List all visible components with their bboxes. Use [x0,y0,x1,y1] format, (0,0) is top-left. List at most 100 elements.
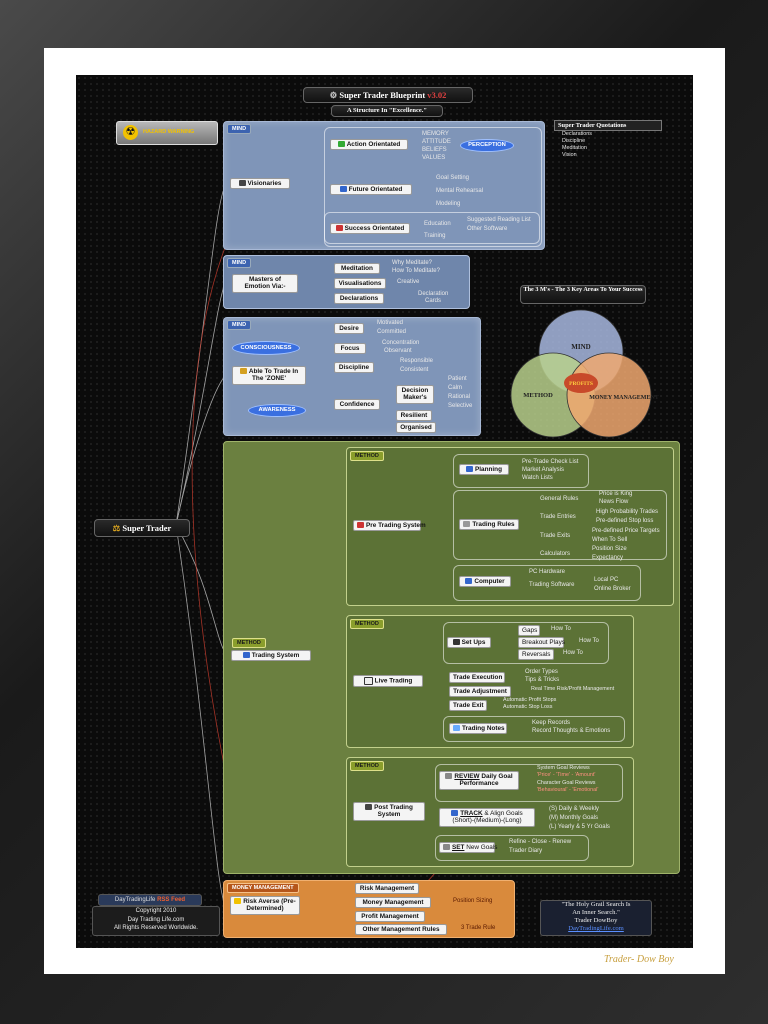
money-management-node[interactable]: Money Management [355,897,431,909]
awareness-oval[interactable]: AWARENESS [248,404,306,417]
focus-node[interactable]: Focus [334,343,366,355]
risk-profit-mgmt-text: Real Time Risk/Profit Management [531,686,615,692]
beliefs-text: BELIEFS [422,147,447,153]
expectancy-text[interactable]: Expectancy [592,555,624,561]
market-analysis-text[interactable]: Market Analysis [522,467,565,473]
gaps-node[interactable]: Gaps [518,625,540,637]
trader-diary-text[interactable]: Trader Diary [509,848,543,854]
trading-rules-node[interactable]: Trading Rules [459,519,519,531]
version-text: v3.02 [427,90,447,100]
set-new-goals-node[interactable]: SET New Goals [439,842,497,854]
computer-group [453,565,641,601]
red-link-1 [191,244,227,776]
risk-management-node[interactable]: Risk Management [355,883,419,895]
track-goals-node[interactable]: TRACK & Align Goals (Short)-(Medium)-(Lo… [439,808,535,827]
three-trade-rule-text: 3 Trade Rule [461,925,496,931]
pre-trade-check-text[interactable]: Pre-Trade Check List [522,459,579,465]
quote-declarations[interactable]: Declarations [562,131,592,137]
meditation-node[interactable]: Meditation [334,263,380,275]
quote-discipline[interactable]: Discipline [562,138,586,144]
observant-text: Observant [384,348,412,354]
reversals-node[interactable]: Reversals [518,649,554,661]
action-icon [337,141,345,148]
general-rules-text: General Rules [540,496,579,502]
quote-site-link[interactable]: DayTradingLife.com [568,925,624,932]
copyright-box: Copyright 2010 Day Trading Life.com All … [92,906,220,936]
setup-icon [452,639,460,646]
future-orientated-node[interactable]: Future Orientated [330,184,412,196]
perception-oval[interactable]: PERCEPTION [460,139,514,152]
discipline-node[interactable]: Discipline [334,362,374,374]
copyright-line2[interactable]: Day Trading Life.com [127,916,185,923]
reading-list-text[interactable]: Suggested Reading List [467,217,531,223]
other-software-text[interactable]: Other Software [467,226,508,232]
computer-node[interactable]: Computer [459,576,511,588]
trading-notes-node[interactable]: Trading Notes [449,723,507,735]
system-goal-reviews-text: System Goal Reviews [537,765,590,771]
live-trading-node[interactable]: Live Trading [353,675,423,688]
visualisations-node[interactable]: Visualisations [334,278,386,290]
decision-makers-node[interactable]: Decision Maker's [396,385,434,404]
desire-node[interactable]: Desire [334,323,364,335]
how-to-reversals[interactable]: How To [563,650,583,656]
declaration-cards-text[interactable]: Declaration Cards [418,291,449,304]
quote-vision[interactable]: Vision [562,152,577,158]
consciousness-oval[interactable]: CONSCIOUSNESS [232,341,300,355]
mind-tag: MIND [227,124,252,134]
motivated-text: Motivated [377,320,404,326]
trade-execution-node[interactable]: Trade Execution [449,672,505,684]
risk-averse-node[interactable]: Risk Averse (Pre-Determined) [230,896,300,915]
visionaries-node[interactable]: Visionaries [230,178,290,190]
trading-system-node[interactable]: Trading System [231,650,311,662]
other-management-rules-node[interactable]: Other Management Rules [355,924,447,936]
review-node[interactable]: REVIEW Daily Goal Performance [439,771,519,790]
money-management-panel: MONEY MANAGEMENT Risk Averse (Pre-Determ… [223,880,515,938]
how-to-breakout[interactable]: How To [579,638,599,644]
education-text: Education [424,221,451,227]
quote-author: Trader DowBoy [574,917,618,924]
masters-of-emotion-node[interactable]: Masters of Emotion Via:- [232,274,298,293]
trading-rules-group [453,490,667,560]
profit-management-node[interactable]: Profit Management [355,911,425,923]
post-trading-system-node[interactable]: Post Trading System [353,802,425,821]
record-thoughts-text: Record Thoughts & Emotions [532,728,611,734]
copyright-line3: All Rights Reserved Worldwide. [114,925,198,931]
why-meditate-text[interactable]: Why Meditate? [392,260,433,266]
how-meditate-text[interactable]: How To Meditate? [392,268,440,274]
price-targets-text: Pre-defined Price Targets [592,528,660,534]
pre-trading-system-node[interactable]: Pre Trading System [353,520,426,532]
rss-feed-link[interactable]: DayTradingLife RSS Feed [98,894,202,906]
rules-icon [463,521,471,528]
breakout-node[interactable]: Breakout Plays [518,637,565,649]
super-trader-node[interactable]: ⚖ Super Trader [94,519,190,537]
zone-node[interactable]: Able To Trade In The 'ZONE' [232,366,306,385]
planning-node[interactable]: Planning [459,464,509,476]
organised-node[interactable]: Organised [396,422,436,434]
predefined-stop-text: Pre-defined Stop loss [596,518,654,524]
radiation-icon: ☢ [123,125,138,140]
action-orientated-node[interactable]: Action Orientated [330,139,408,151]
quote-meditation[interactable]: Meditation [562,145,587,151]
planning-group [453,454,589,488]
confidence-node[interactable]: Confidence [334,399,380,411]
resilient-node[interactable]: Resilient [396,410,432,422]
hazard-badge[interactable]: ☢ HAZARD WARNING [116,121,218,145]
success-orientated-node[interactable]: Success Orientated [330,223,410,235]
trade-exit-node[interactable]: Trade Exit [449,700,487,712]
set-ups-node[interactable]: Set Ups [447,637,491,649]
concentration-text: Concentration [382,340,420,346]
trade-adjustment-node[interactable]: Trade Adjustment [449,686,511,698]
quotations-title[interactable]: Super Trader Quotations [554,120,662,131]
order-types-text[interactable]: Order Types [525,669,558,675]
position-size-text[interactable]: Position Size [592,546,627,552]
visionaries-group [324,127,542,247]
gear-icon: ⚙ [329,90,338,100]
watch-lists-text[interactable]: Watch Lists [522,475,553,481]
tips-tricks-text[interactable]: Tips & Tricks [525,677,560,683]
success-group [324,212,540,244]
blueprint-subtitle: A Structure In "Excellence." [331,105,443,117]
link-money [175,524,227,908]
how-to-gaps[interactable]: How To [551,626,571,632]
pre-trading-panel: METHOD Pre Trading System Planning Pre-T… [346,447,674,606]
declarations-node[interactable]: Declarations [334,293,384,305]
